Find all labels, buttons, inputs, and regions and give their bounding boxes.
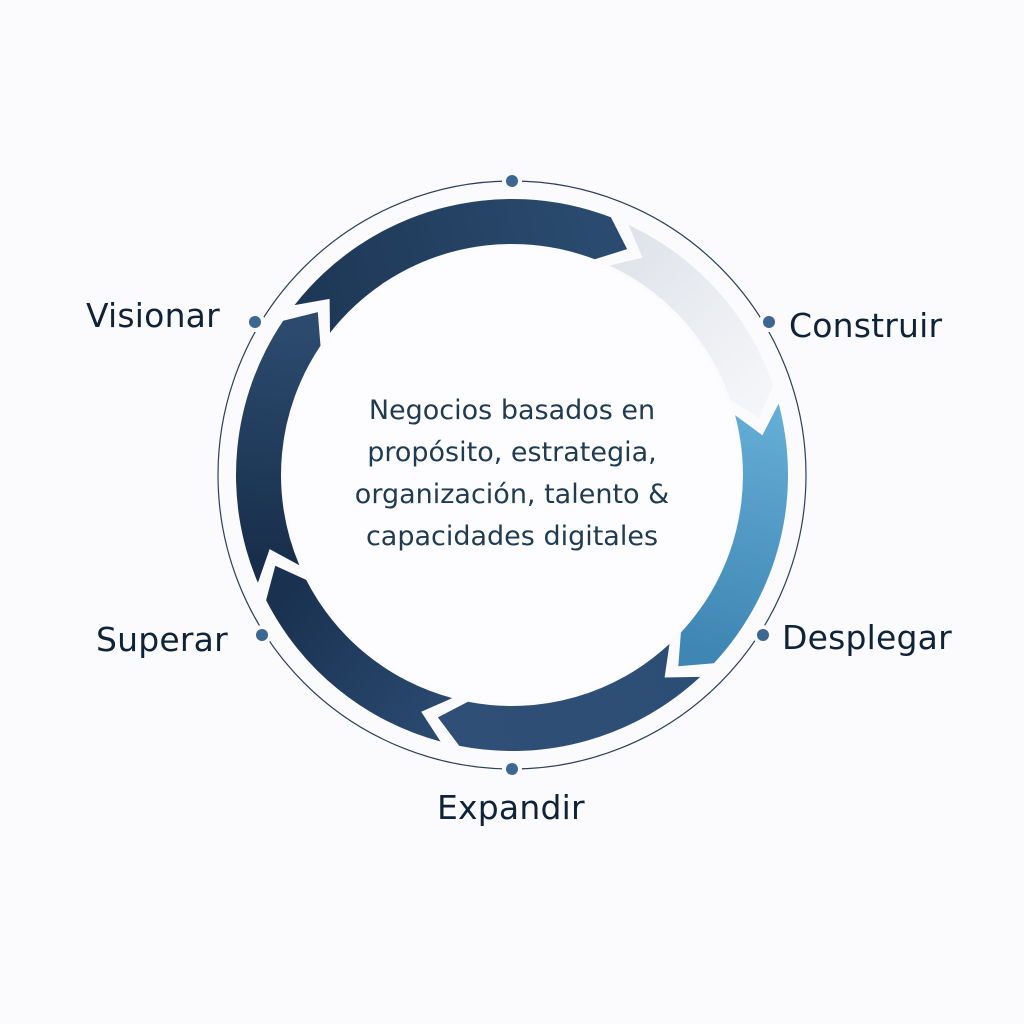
stage-label-visionar: Visionar bbox=[86, 296, 220, 335]
stage-label-superar: Superar bbox=[96, 620, 228, 659]
center-text: Negocios basados en propósito, estrategi… bbox=[322, 390, 702, 558]
cycle-segments bbox=[236, 198, 789, 751]
stage-label-desplegar: Desplegar bbox=[782, 618, 952, 657]
cycle-segment-arrow bbox=[678, 403, 789, 667]
stage-dots bbox=[245, 171, 779, 779]
cycle-segment-arrow bbox=[236, 312, 321, 583]
center-text-line: Negocios basados en bbox=[368, 395, 656, 426]
stage-dot bbox=[763, 316, 775, 328]
inner-disc bbox=[284, 247, 740, 703]
stage-dot bbox=[506, 175, 518, 187]
cycle-segment-arrow bbox=[294, 198, 628, 333]
center-text-line: capacidades digitales bbox=[365, 521, 659, 552]
cycle-segment-arrow bbox=[609, 224, 773, 418]
center-text-line: propósito, estrategia, bbox=[367, 437, 657, 468]
stage-dot bbox=[256, 629, 268, 641]
cycle-segment-arrow bbox=[266, 565, 453, 742]
stage-dot bbox=[249, 316, 261, 328]
stage-dot bbox=[506, 763, 518, 775]
stage-label-construir: Construir bbox=[789, 306, 943, 345]
stage-dot bbox=[757, 629, 769, 641]
cycle-segment-arrow bbox=[437, 643, 701, 751]
stage-label-expandir: Expandir bbox=[437, 788, 585, 827]
center-text-line: organización, talento & bbox=[354, 479, 670, 510]
